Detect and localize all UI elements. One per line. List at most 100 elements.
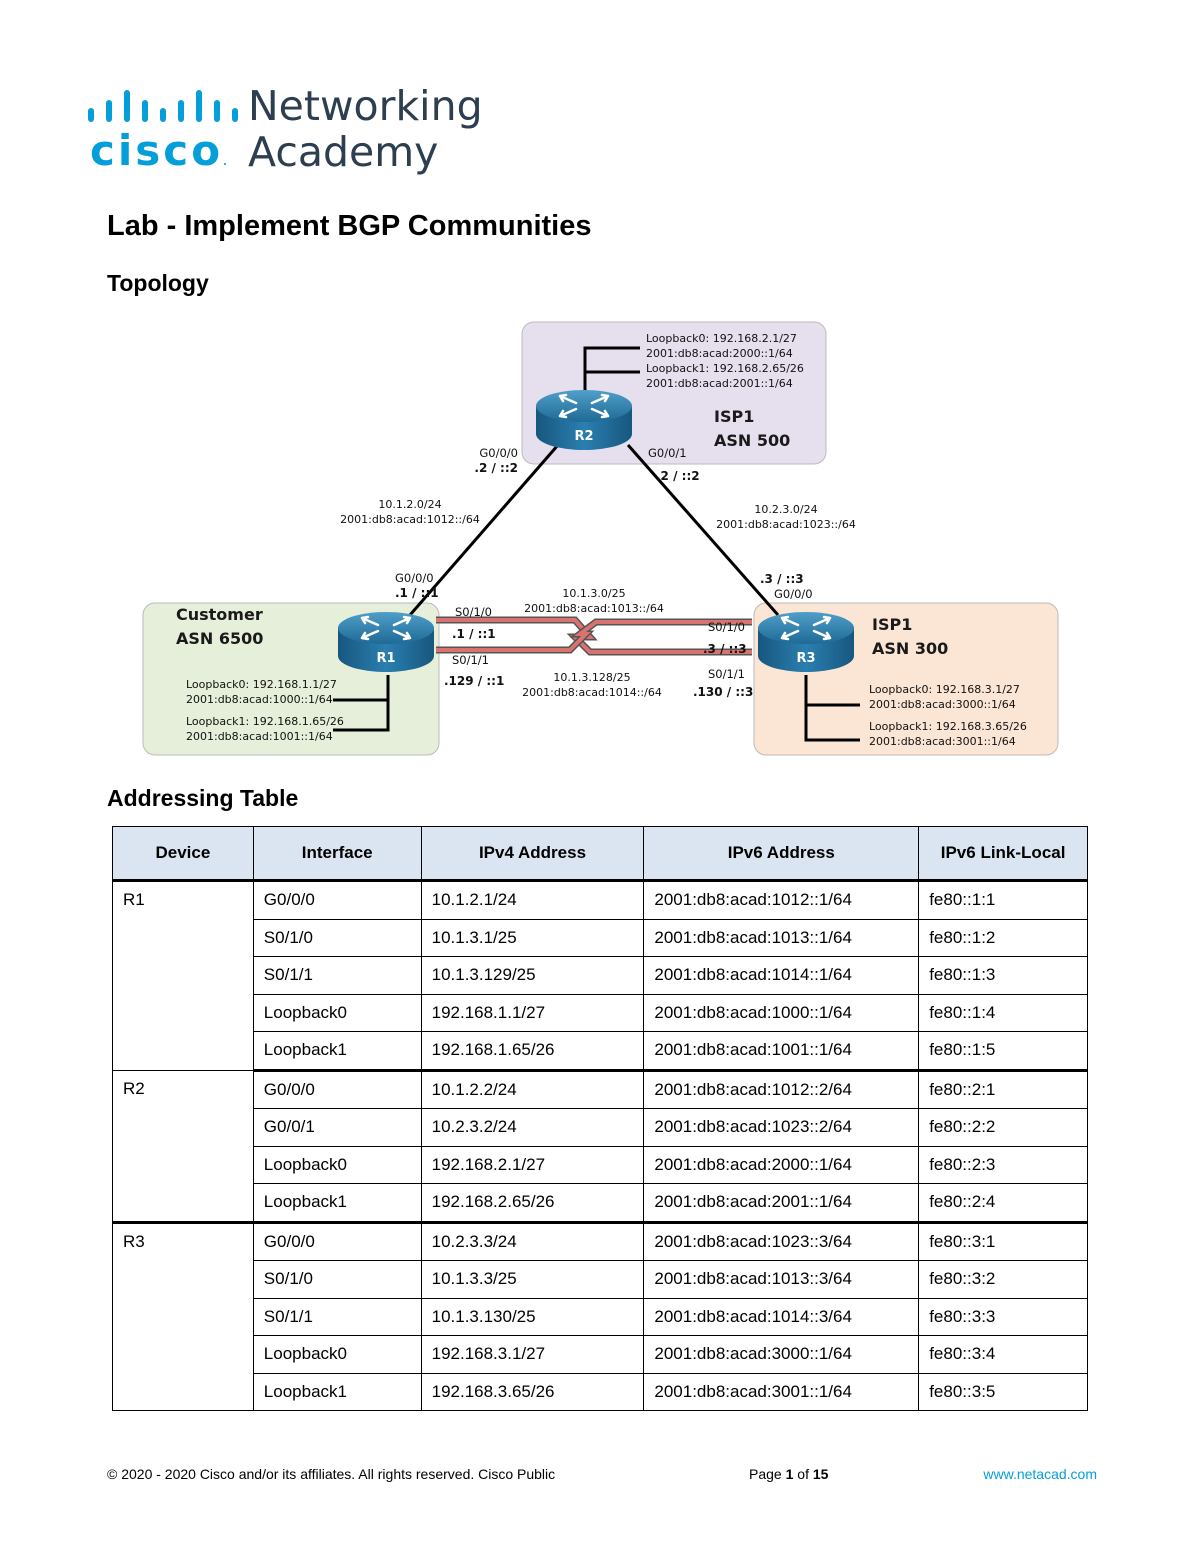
interface-cell: S0/1/1 (252, 1297, 422, 1336)
router-r1 (336, 610, 436, 674)
isp-top-loopback: 2001:db8:acad:2000::1/64 (646, 347, 793, 360)
interface-cell: S0/1/1 (252, 956, 422, 995)
link-local-cell: fe80::3:3 (918, 1297, 1088, 1336)
ipv6-cell: 2001:db8:acad:1013::3/64 (643, 1260, 920, 1299)
r2-g001-addr: .2 / ::2 (656, 469, 700, 483)
r3-g000-addr: .3 / ::3 (760, 572, 804, 586)
table-header-row: Device Interface IPv4 Address IPv6 Addre… (112, 826, 1088, 882)
link-local-cell: fe80::1:1 (918, 880, 1088, 920)
customer-loopback: 2001:db8:acad:1000::1/64 (186, 693, 333, 706)
link-local-cell: fe80::3:5 (918, 1372, 1088, 1411)
link-local-cell: fe80::2:2 (918, 1108, 1088, 1147)
r3-g000-label: G0/0/0 (774, 587, 813, 601)
link-local-cell: fe80::2:3 (918, 1145, 1088, 1184)
table-row: R3 G0/0/0 10.2.3.3/24 2001:db8:acad:1023… (112, 1221, 1088, 1411)
table-row: S0/1/0 10.1.3.1/25 2001:db8:acad:1013::1… (113, 918, 1088, 957)
link-local-cell: fe80::1:4 (918, 993, 1088, 1032)
ipv6-cell: 2001:db8:acad:1023::3/64 (643, 1221, 920, 1261)
ipv6-cell: 2001:db8:acad:1001::1/64 (643, 1031, 920, 1072)
cisco-wordmark: cisco. (90, 126, 227, 175)
router-r3 (756, 610, 856, 674)
net-r1-r2-ipv6: 2001:db8:acad:1012::/64 (340, 513, 480, 526)
ipv6-cell: 2001:db8:acad:3001::1/64 (643, 1372, 920, 1411)
table-row: Loopback1 192.168.2.65/26 2001:db8:acad:… (113, 1183, 1088, 1224)
router-label-r3: R3 (796, 651, 815, 666)
isp-right-loopback: 2001:db8:acad:3000::1/64 (869, 698, 1016, 711)
interface-cell: Loopback1 (252, 1372, 422, 1411)
isp-top-zone (521, 321, 827, 465)
customer-loopback: Loopback0: 192.168.1.1/27 (186, 678, 337, 691)
interface-cell: G0/0/0 (252, 1221, 422, 1261)
r1-s010-addr: .1 / ::1 (452, 627, 496, 641)
net-serial-a-ipv4: 10.1.3.0/25 (562, 587, 625, 600)
r2-g000-addr: .2 / ::2 (474, 461, 518, 475)
ipv4-cell: 192.168.2.1/27 (420, 1145, 645, 1184)
interface-cell: S0/1/0 (252, 918, 422, 957)
net-serial-b-ipv4: 10.1.3.128/25 (553, 671, 630, 684)
isp-right-loopback: Loopback0: 192.168.3.1/27 (869, 683, 1020, 696)
ipv4-cell: 10.2.3.2/24 (420, 1108, 645, 1147)
ipv6-cell: 2001:db8:acad:2001::1/64 (643, 1183, 920, 1224)
r3-s011-label: S0/1/1 (708, 667, 745, 681)
isp-top-asn: ASN 500 (714, 431, 790, 450)
table-row: R2 G0/0/0 10.1.2.2/24 2001:db8:acad:1012… (112, 1069, 1088, 1224)
footer-website-link[interactable]: www.netacad.com (983, 1466, 1097, 1482)
col-header-ipv4: IPv4 Address (420, 826, 645, 882)
r1-g000-addr: .1 / ::1 (395, 586, 439, 600)
ipv4-cell: 192.168.3.1/27 (420, 1335, 645, 1374)
table-row: Loopback0 192.168.1.1/27 2001:db8:acad:1… (113, 993, 1088, 1032)
link-local-cell: fe80::2:1 (918, 1069, 1088, 1109)
customer-loopback: Loopback1: 192.168.1.65/26 (186, 715, 344, 728)
table-row: S0/1/0 10.1.3.3/25 2001:db8:acad:1013::3… (113, 1260, 1088, 1299)
interface-cell: Loopback0 (252, 1335, 422, 1374)
link-local-cell: fe80::3:4 (918, 1335, 1088, 1374)
link-local-cell: fe80::2:4 (918, 1183, 1088, 1224)
loopback-stubs (333, 346, 860, 742)
interface-cell: Loopback1 (252, 1031, 422, 1072)
customer-loopback: 2001:db8:acad:1001::1/64 (186, 730, 333, 743)
customer-name: Customer (176, 605, 263, 624)
link-local-cell: fe80::3:1 (918, 1221, 1088, 1261)
net-r2-r3-ipv4: 10.2.3.0/24 (754, 503, 817, 516)
ipv6-cell: 2001:db8:acad:1023::2/64 (643, 1108, 920, 1147)
ipv6-cell: 2001:db8:acad:1014::1/64 (643, 956, 920, 995)
document-title: Lab - Implement BGP Communities (107, 210, 592, 242)
isp-right-zone (753, 602, 1059, 756)
interface-cell: G0/0/0 (252, 880, 422, 920)
footer-copyright: © 2020 - 2020 Cisco and/or its affiliate… (107, 1466, 556, 1482)
device-cell: R3 (112, 1221, 254, 1411)
table-row: R1 G0/0/0 10.1.2.1/24 2001:db8:acad:1012… (112, 880, 1088, 1071)
serial-links (436, 616, 752, 656)
ipv4-cell: 10.1.3.129/25 (420, 956, 645, 995)
table-row: Loopback0 192.168.3.1/27 2001:db8:acad:3… (113, 1335, 1088, 1374)
ipv6-cell: 2001:db8:acad:2000::1/64 (643, 1145, 920, 1184)
isp-right-name: ISP1 (872, 615, 912, 634)
customer-zone (142, 602, 440, 756)
r3-s010-label: S0/1/0 (708, 620, 745, 634)
table-row: Loopback0 192.168.2.1/27 2001:db8:acad:2… (113, 1145, 1088, 1184)
addressing-table: Device Interface IPv4 Address IPv6 Addre… (112, 826, 1088, 1411)
isp-top-loopback: 2001:db8:acad:2001::1/64 (646, 377, 793, 390)
ipv6-cell: 2001:db8:acad:1000::1/64 (643, 993, 920, 1032)
link-local-cell: fe80::1:2 (918, 918, 1088, 957)
link-local-cell: fe80::3:2 (918, 1260, 1088, 1299)
r1-s011-label: S0/1/1 (452, 653, 489, 667)
col-header-interface: Interface (252, 826, 422, 882)
ipv4-cell: 192.168.3.65/26 (420, 1372, 645, 1411)
ipv6-cell: 2001:db8:acad:1012::1/64 (643, 880, 920, 920)
link-local-cell: fe80::1:3 (918, 956, 1088, 995)
link-r1-r2 (408, 444, 560, 616)
cisco-bars-icon (88, 90, 238, 122)
net-serial-a-ipv6: 2001:db8:acad:1013::/64 (524, 602, 664, 615)
router-label-r1: R1 (376, 651, 395, 666)
logo-academy: Academy (248, 128, 439, 176)
ipv4-cell: 10.1.3.130/25 (420, 1297, 645, 1336)
ipv6-cell: 2001:db8:acad:3000::1/64 (643, 1335, 920, 1374)
ipv4-cell: 10.2.3.3/24 (420, 1221, 645, 1261)
link-r2-r3 (626, 444, 780, 616)
interface-cell: G0/0/0 (252, 1069, 422, 1109)
net-serial-b-ipv6: 2001:db8:acad:1014::/64 (522, 686, 662, 699)
topology-heading: Topology (107, 270, 209, 296)
ipv4-cell: 10.1.3.3/25 (420, 1260, 645, 1299)
interface-cell: Loopback0 (252, 993, 422, 1032)
